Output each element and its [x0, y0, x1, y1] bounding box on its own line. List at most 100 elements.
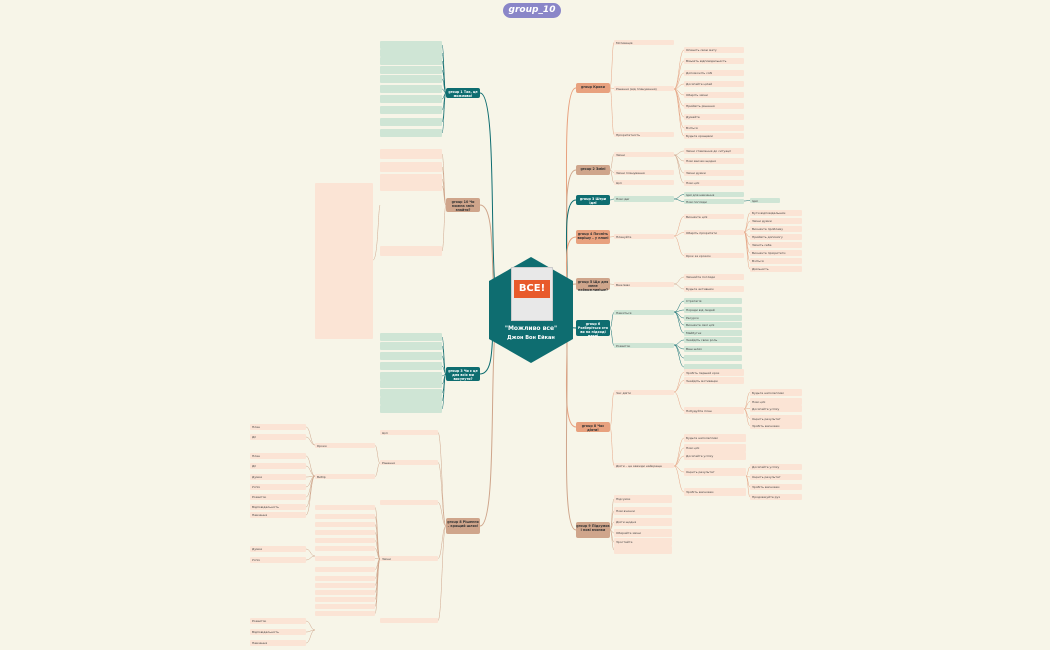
leaf-node[interactable] — [684, 377, 744, 384]
leaf-node[interactable] — [380, 181, 442, 191]
leaf-node[interactable] — [250, 504, 306, 510]
leaf-node[interactable] — [614, 343, 674, 348]
leaf-node[interactable] — [684, 180, 744, 186]
leaf-node[interactable] — [380, 106, 442, 114]
leaf-node[interactable] — [684, 199, 744, 204]
text-block[interactable] — [315, 183, 373, 339]
leaf-node[interactable] — [250, 484, 306, 490]
leaf-node[interactable] — [380, 66, 442, 74]
leaf-node[interactable] — [250, 424, 306, 430]
leaf-node[interactable] — [684, 337, 742, 343]
leaf-node[interactable] — [684, 315, 742, 321]
leaf-node[interactable] — [750, 226, 802, 232]
leaf-node[interactable] — [250, 434, 306, 440]
leaf-node[interactable] — [315, 538, 375, 543]
leaf-node[interactable] — [380, 149, 442, 159]
leaf-node[interactable] — [684, 407, 744, 414]
leaf-node[interactable] — [250, 640, 306, 646]
leaf-node[interactable] — [315, 556, 375, 561]
leaf-node[interactable] — [380, 397, 442, 405]
leaf-node[interactable] — [380, 129, 442, 137]
leaf-node[interactable] — [315, 611, 375, 616]
leaf-node[interactable] — [750, 494, 802, 500]
leaf-node[interactable] — [250, 453, 306, 459]
leaf-node[interactable] — [750, 398, 802, 405]
leaf-node[interactable] — [315, 546, 375, 551]
leaf-node[interactable] — [380, 246, 442, 256]
leaf-node[interactable] — [750, 389, 802, 396]
leaf-node[interactable] — [614, 152, 674, 157]
leaf-node[interactable] — [614, 495, 672, 503]
leaf-node[interactable] — [380, 372, 442, 380]
leaf-node[interactable] — [750, 484, 802, 490]
leaf-node[interactable] — [684, 125, 744, 131]
leaf-node[interactable] — [250, 546, 306, 552]
leaf-node[interactable] — [250, 463, 306, 469]
leaf-node[interactable] — [684, 133, 744, 139]
leaf-node[interactable] — [380, 162, 442, 172]
leaf-node[interactable] — [750, 474, 802, 480]
leaf-node[interactable] — [684, 192, 744, 197]
topic-node[interactable]: group 5 Що для мене найважливіше? — [576, 278, 610, 292]
leaf-node[interactable] — [380, 556, 438, 561]
leaf-node[interactable] — [315, 474, 375, 479]
leaf-node[interactable] — [684, 114, 744, 120]
leaf-node[interactable] — [684, 103, 744, 109]
topic-node[interactable]: group 2 Зміні — [576, 165, 610, 175]
leaf-node[interactable] — [684, 468, 746, 476]
leaf-node[interactable] — [684, 70, 744, 76]
leaf-node[interactable] — [684, 355, 742, 361]
leaf-node[interactable] — [684, 330, 742, 336]
leaf-node[interactable] — [684, 346, 742, 352]
leaf-node[interactable] — [684, 274, 744, 280]
leaf-node[interactable] — [750, 210, 802, 216]
leaf-node[interactable] — [250, 512, 306, 518]
leaf-node[interactable] — [684, 92, 744, 98]
leaf-node[interactable] — [614, 507, 672, 515]
leaf-node[interactable] — [750, 218, 802, 224]
leaf-node[interactable] — [750, 266, 802, 272]
topic-node[interactable]: group 6 Розберіться хто ви на підході пл… — [576, 320, 610, 338]
leaf-node[interactable] — [684, 158, 744, 164]
leaf-node[interactable] — [315, 522, 375, 527]
leaf-node[interactable] — [750, 405, 802, 412]
leaf-node[interactable] — [684, 214, 744, 219]
leaf-node[interactable] — [750, 198, 780, 203]
leaf-node[interactable] — [684, 230, 744, 235]
leaf-node[interactable] — [614, 390, 674, 395]
leaf-node[interactable] — [315, 590, 375, 595]
leaf-node[interactable] — [614, 282, 674, 287]
leaf-node[interactable] — [380, 333, 442, 341]
leaf-node[interactable] — [614, 170, 674, 175]
leaf-node[interactable] — [380, 352, 442, 360]
leaf-node[interactable] — [614, 132, 674, 137]
leaf-node[interactable] — [750, 242, 802, 248]
leaf-node[interactable] — [684, 307, 742, 313]
leaf-node[interactable] — [684, 298, 742, 304]
leaf-node[interactable] — [614, 518, 672, 526]
leaf-node[interactable] — [614, 310, 674, 315]
leaf-node[interactable] — [380, 460, 438, 465]
leaf-node[interactable] — [380, 618, 438, 623]
leaf-node[interactable] — [614, 234, 674, 239]
topic-node[interactable]: group 9 Підсумок і нові вчинки — [576, 522, 610, 538]
leaf-node[interactable] — [315, 505, 375, 510]
leaf-node[interactable] — [614, 196, 674, 202]
leaf-node[interactable] — [315, 583, 375, 588]
leaf-node[interactable] — [380, 500, 438, 505]
leaf-node[interactable] — [614, 538, 672, 546]
leaf-node[interactable] — [684, 322, 742, 328]
leaf-node[interactable] — [380, 389, 442, 397]
leaf-node[interactable] — [684, 170, 744, 176]
leaf-node[interactable] — [684, 488, 746, 496]
leaf-node[interactable] — [380, 380, 442, 388]
leaf-node[interactable] — [614, 463, 674, 468]
leaf-node[interactable] — [380, 57, 442, 65]
leaf-node[interactable] — [250, 629, 306, 635]
leaf-node[interactable] — [380, 118, 442, 126]
leaf-node[interactable] — [315, 576, 375, 581]
leaf-node[interactable] — [380, 41, 442, 49]
leaf-node[interactable] — [380, 430, 438, 435]
leaf-node[interactable] — [684, 452, 746, 460]
leaf-node[interactable] — [380, 174, 442, 184]
